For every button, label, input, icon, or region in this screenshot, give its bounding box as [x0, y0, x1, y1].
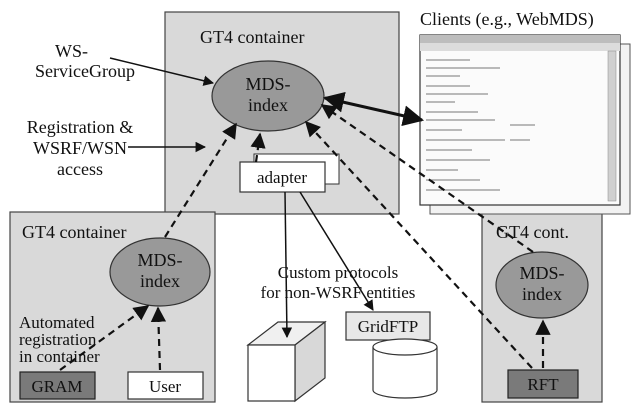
ws-servicegroup-arrow — [109, 57, 215, 86]
user-box — [127, 371, 204, 400]
clients-label: Clients (e.g., WebMDS) — [420, 9, 594, 30]
right-mds-index-label-line2: index — [522, 284, 562, 304]
adapter-box — [239, 161, 326, 193]
adapter-to-mds-dashed-arrow — [250, 132, 266, 163]
left-to-top-mds-dashed-arrow — [164, 122, 237, 238]
right-container-title: GT4 cont. — [496, 222, 569, 242]
storage-cylinder — [372, 338, 438, 399]
top-mds-index-label-line2: index — [248, 95, 288, 115]
automated-registration-line3: in container — [19, 347, 100, 366]
right-to-top-mds-dashed-arrow — [320, 104, 534, 253]
registration-label-line2: WSRF/WSN — [33, 138, 127, 158]
user-label: User — [149, 377, 181, 396]
ws-servicegroup-label-line2: ServiceGroup — [35, 61, 135, 81]
ws-servicegroup-label-line1: WS- — [55, 41, 88, 61]
rft-box — [507, 369, 579, 399]
automated-registration-line1: Automated — [19, 313, 95, 332]
gram-box — [19, 371, 96, 400]
custom-protocols-label-line2: for non-WSRF entities — [261, 283, 416, 302]
adapter-label: adapter — [257, 168, 307, 187]
gridftp-label: GridFTP — [358, 317, 418, 336]
registration-label-line1: Registration & — [27, 117, 134, 137]
top-container-title: GT4 container — [200, 27, 304, 47]
rft-label: RFT — [527, 375, 559, 394]
left-mds-index-label-line1: MDS- — [137, 250, 182, 270]
left-container-title: GT4 container — [22, 222, 126, 242]
gram-to-left-mds-dashed-arrow — [59, 305, 150, 371]
gridftp-box — [345, 311, 431, 341]
top-mds-index-label-line1: MDS- — [245, 74, 290, 94]
automated-registration-line2: registration — [19, 330, 97, 349]
registration-label-line3: access — [57, 159, 103, 179]
right-mds-index-label-line1: MDS- — [519, 263, 564, 283]
adapter-to-gridftp-arrow — [299, 191, 374, 311]
right-mds-index-ellipse — [495, 251, 589, 319]
clients-bidirectional-arrow — [322, 91, 425, 127]
rft-to-top-mds-dashed-arrow — [304, 120, 533, 369]
adapter-to-cube-arrow — [281, 191, 293, 339]
webmds-browser-windows — [419, 34, 631, 215]
left-mds-index-label-line2: index — [140, 271, 180, 291]
gram-label: GRAM — [31, 377, 82, 396]
connector-arrows — [59, 57, 551, 371]
left-mds-index-ellipse — [109, 237, 211, 307]
custom-protocols-label-line1: Custom protocols — [278, 263, 398, 282]
user-to-left-mds-dashed-arrow — [150, 306, 167, 371]
custom-entity-cube — [246, 320, 327, 403]
